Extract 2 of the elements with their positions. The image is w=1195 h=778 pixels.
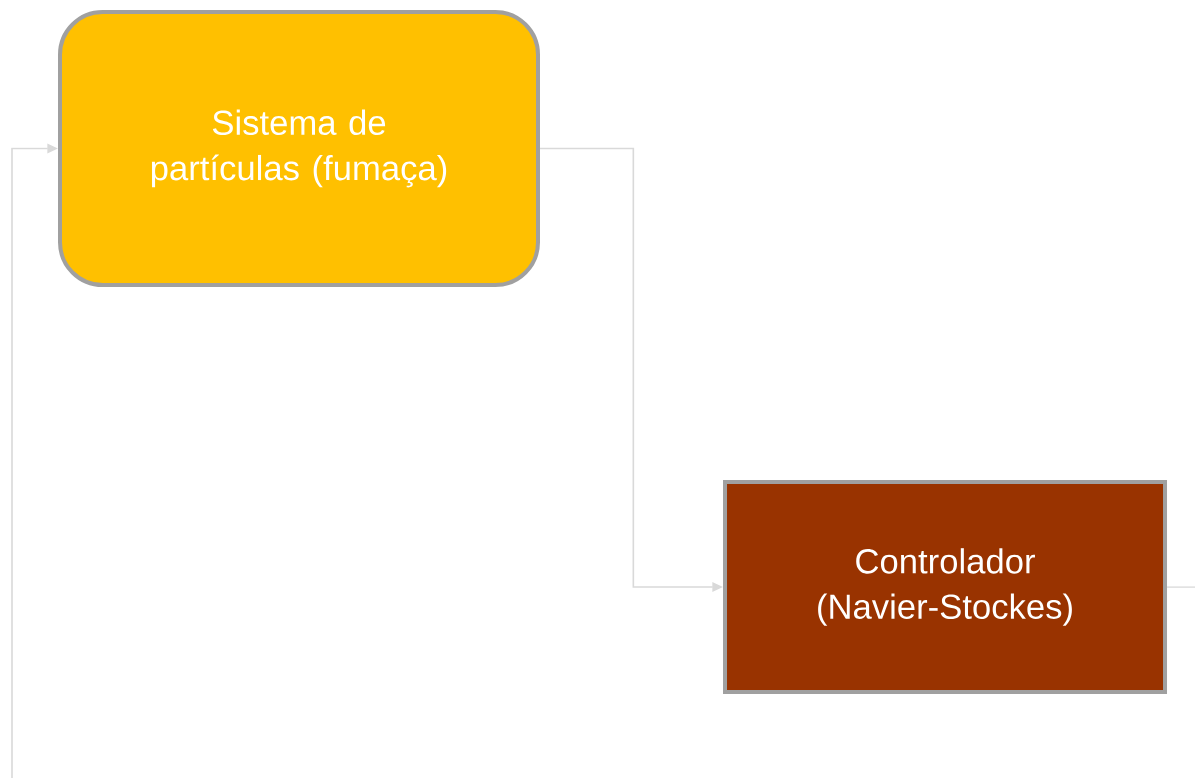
rounded-box: Sistema de partículas (fumaça) [58,10,540,287]
process-box: Controlador (Navier-Stockes) [723,480,1167,694]
